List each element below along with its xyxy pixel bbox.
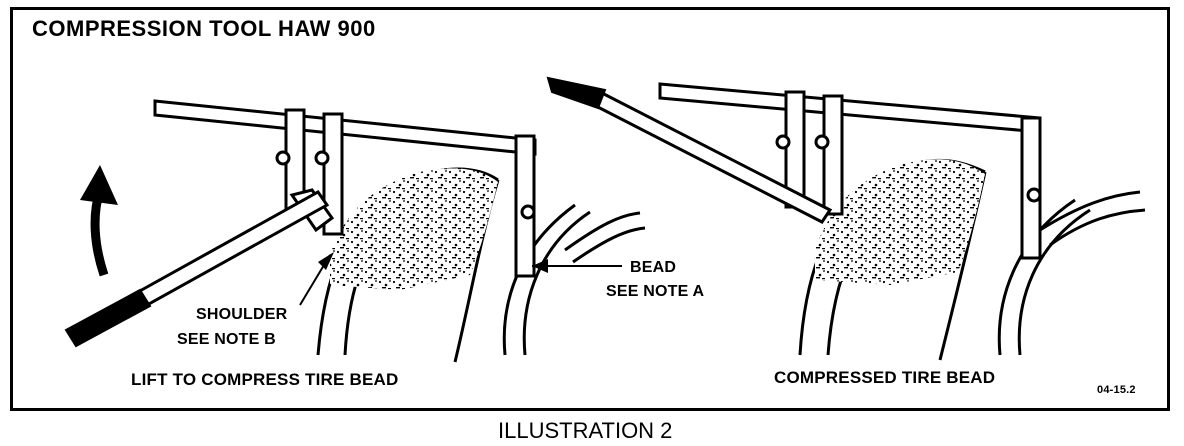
lift-arrow-icon — [80, 165, 118, 277]
left-tool — [153, 99, 537, 278]
figure-code: 04-15.2 — [1097, 384, 1136, 396]
left-tread-area — [330, 168, 498, 290]
left-panel-caption: LIFT TO COMPRESS TIRE BEAD — [131, 370, 399, 389]
shoulder-note-label: SEE NOTE B — [177, 331, 276, 348]
right-rim — [997, 190, 1146, 356]
bead-pointer — [532, 259, 548, 273]
right-panel-caption: COMPRESSED TIRE BEAD — [774, 368, 996, 387]
bead-note-label: SEE NOTE A — [606, 283, 705, 300]
right-handle — [546, 76, 833, 224]
left-handle — [64, 190, 330, 348]
shoulder-label: SHOULDER — [196, 306, 288, 323]
illustration-caption: ILLUSTRATION 2 — [498, 418, 673, 443]
right-tool — [658, 82, 1042, 260]
bead-label: BEAD — [630, 259, 677, 276]
figure-title: COMPRESSION TOOL HAW 900 — [32, 16, 376, 41]
shoulder-pointer — [318, 252, 334, 270]
right-tread-area — [815, 159, 985, 285]
